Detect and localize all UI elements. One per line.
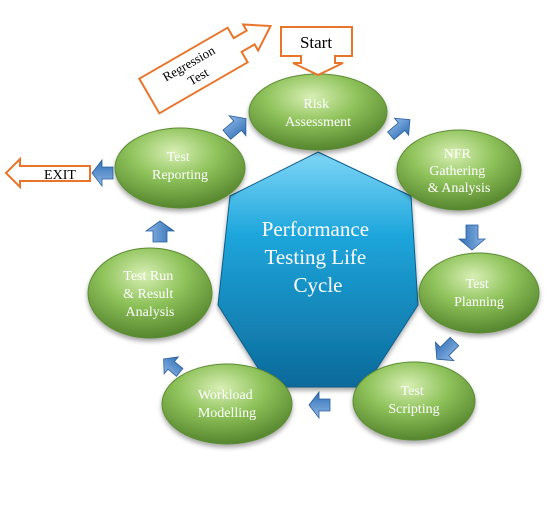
center-title-line-3: Cycle xyxy=(294,273,343,297)
flow-arrow-testrun-to-reporting xyxy=(144,220,176,243)
start-label: Start xyxy=(300,33,332,52)
stage-test-reporting xyxy=(114,127,246,209)
center-title-line-1: Performance xyxy=(262,217,369,241)
stage-risk-assessment-label: Risk Assessment xyxy=(285,97,351,130)
flow-arrow-workload-to-testrun xyxy=(163,356,184,377)
flow-arrow-nfr-to-planning xyxy=(457,224,487,251)
center-title: Performance Testing Life Cycle xyxy=(262,217,375,297)
stage-workload-modelling-label: Workload Modelling xyxy=(198,388,256,421)
center-heptagon xyxy=(217,151,419,388)
exit-label: EXIT xyxy=(44,168,76,183)
stage-test-run-analysis-label: Test Run & Result Analysis xyxy=(123,269,177,320)
flow-arrow-scripting-to-workload xyxy=(308,390,331,420)
stage-workload-modelling xyxy=(161,363,293,445)
exit-callout xyxy=(4,156,91,190)
stage-test-planning xyxy=(418,252,540,334)
flow-arrow-planning-to-scripting xyxy=(434,336,460,362)
flow-arrow-risk-to-nfr xyxy=(387,117,411,141)
center-title-line-2: Testing Life xyxy=(265,245,367,269)
stage-risk-assessment xyxy=(248,73,388,151)
stage-test-run-analysis xyxy=(87,247,213,339)
stage-test-scripting xyxy=(352,361,476,441)
stage-nfr-gathering xyxy=(396,129,522,211)
stage-nfr-gathering-label: NFR Gathering & Analysis xyxy=(428,147,491,196)
start-callout xyxy=(280,26,353,77)
flow-arrow-reporting-to-exit xyxy=(91,158,114,188)
stage-test-scripting-label: Test Scripting xyxy=(388,384,439,417)
stage-test-planning-label: Test Planning xyxy=(454,277,504,310)
stage-test-reporting-label: Test Reporting xyxy=(152,150,208,183)
regression-test-callout: Regression Test xyxy=(137,23,273,115)
flow-arrow-reporting-to-risk xyxy=(222,115,247,140)
